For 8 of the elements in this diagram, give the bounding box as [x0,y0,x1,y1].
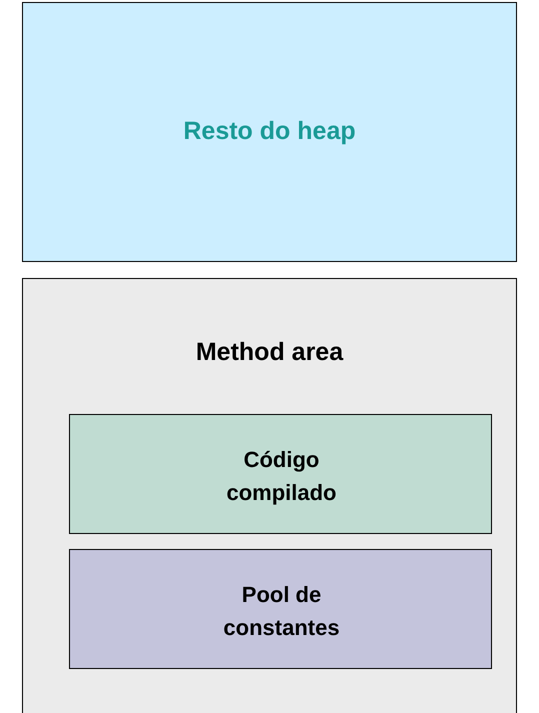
group-title: Method area [194,337,344,368]
method-area-box [22,278,517,713]
box-label: Código compilado [225,446,338,507]
code-box [69,414,492,534]
box-label: Pool de constantes [222,581,341,642]
heap-box [22,2,517,262]
box-label: Resto do heap [182,116,357,147]
constant-pool-box [69,549,492,669]
